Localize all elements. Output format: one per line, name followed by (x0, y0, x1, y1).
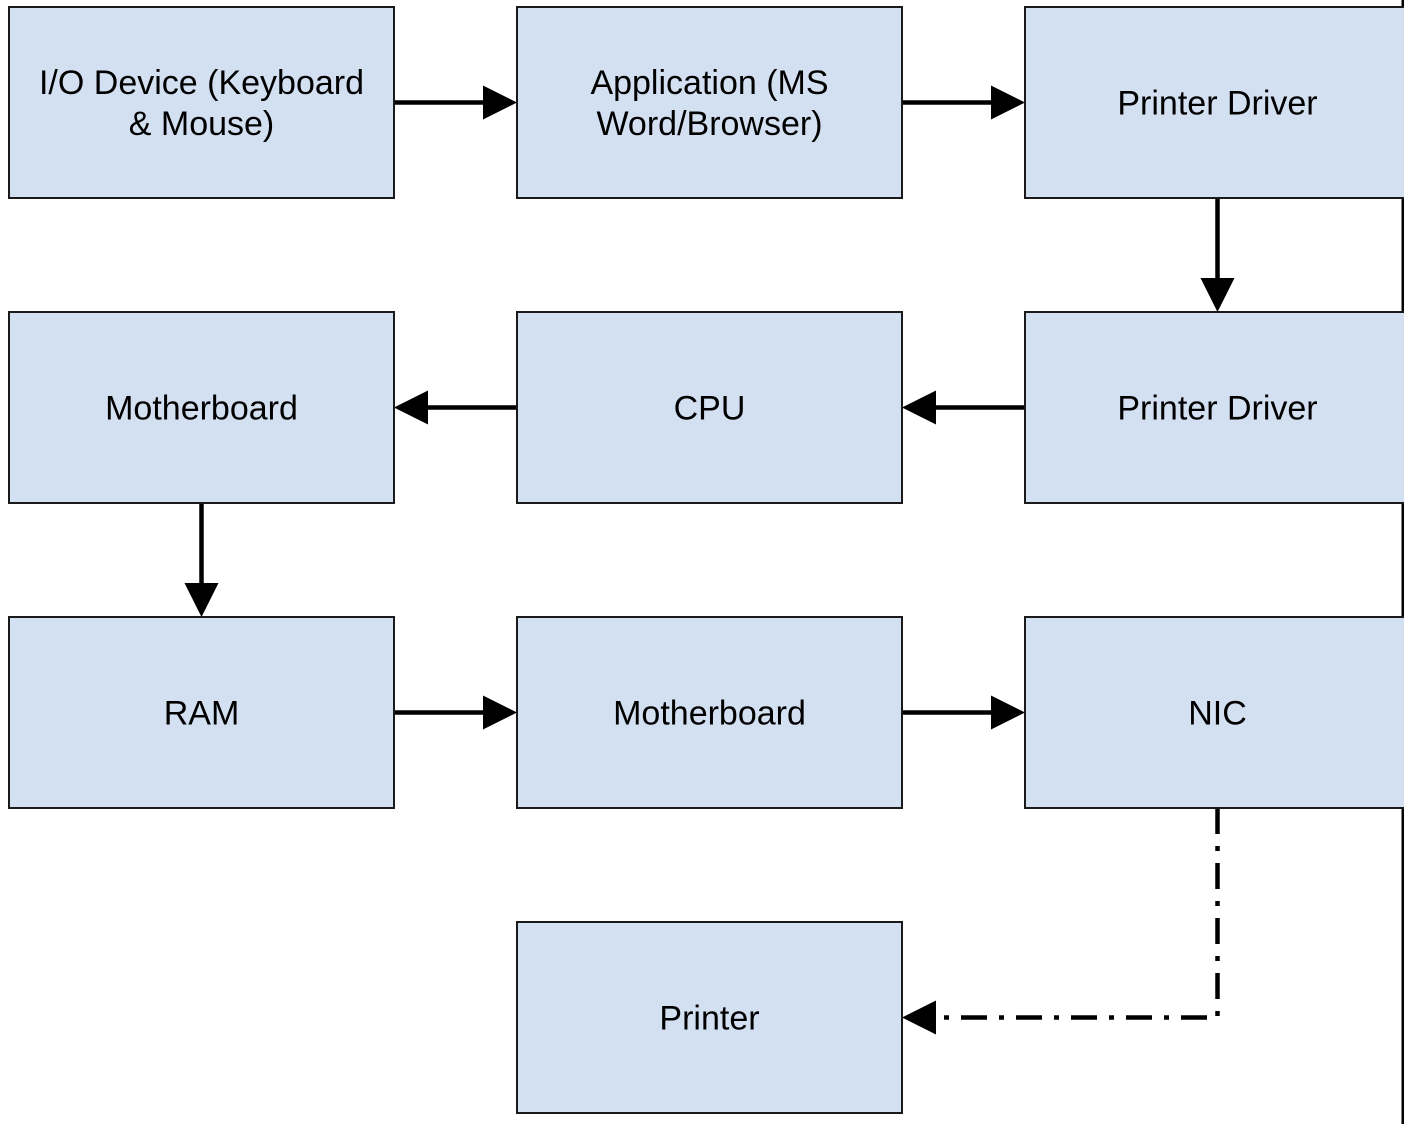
node-label: Motherboard (105, 390, 298, 428)
arrowhead (902, 1000, 936, 1035)
edge-printer-driver-1-to-printer-driver-2 (1200, 198, 1235, 312)
edge-application-to-printer-driver-1 (902, 85, 1025, 120)
node-printer: Printer (516, 921, 903, 1114)
edge-io-device-to-application (394, 85, 517, 120)
arrowhead (394, 390, 428, 425)
arrowhead (902, 390, 936, 425)
node-motherboard-2: Motherboard (516, 616, 903, 809)
arrowhead (184, 583, 219, 617)
edges-layer (184, 85, 1235, 1035)
node-box (516, 921, 903, 1114)
node-io-device: I/O Device (Keyboard& Mouse) (8, 6, 395, 199)
node-label: Printer (659, 1000, 759, 1038)
node-box (1024, 6, 1404, 199)
edge-motherboard-2-to-nic (902, 695, 1025, 730)
node-label: Printer Driver (1117, 85, 1317, 123)
node-label: I/O Device (Keyboard (39, 64, 364, 102)
node-label: Word/Browser) (596, 105, 822, 143)
node-box (8, 311, 395, 504)
nodes-layer: I/O Device (Keyboard& Mouse) Application … (8, 6, 1404, 1114)
node-label: Printer Driver (1117, 390, 1317, 428)
arrowhead (483, 695, 517, 730)
node-label: Application (MS (590, 64, 828, 102)
node-box (516, 6, 903, 199)
arrowhead (991, 695, 1025, 730)
node-label: NIC (1188, 695, 1247, 733)
node-nic: NIC (1024, 616, 1404, 809)
edge-cpu-to-motherboard-1 (394, 390, 517, 425)
node-box (516, 311, 903, 504)
arrowhead (991, 85, 1025, 120)
edge-motherboard-1-to-ram (184, 503, 219, 617)
node-label: CPU (674, 390, 746, 428)
edge-printer-driver-2-to-cpu (902, 390, 1025, 425)
edge-nic-to-printer (902, 808, 1220, 1035)
node-ram: RAM (8, 616, 395, 809)
node-label: & Mouse) (129, 105, 275, 143)
node-motherboard-1: Motherboard (8, 311, 395, 504)
node-printer-driver-1: Printer Driver (1024, 6, 1404, 199)
node-box (8, 6, 395, 199)
node-box (516, 616, 903, 809)
node-cpu: CPU (516, 311, 903, 504)
node-box (1024, 311, 1404, 504)
arrowhead (1200, 278, 1235, 312)
node-label: Motherboard (613, 695, 806, 733)
node-label: RAM (164, 695, 240, 733)
node-box (8, 616, 395, 809)
arrowhead (483, 85, 517, 120)
edge-ram-to-motherboard-2 (394, 695, 517, 730)
node-box (1024, 616, 1404, 809)
node-printer-driver-2: Printer Driver (1024, 311, 1404, 504)
edge-line (934, 808, 1220, 1020)
